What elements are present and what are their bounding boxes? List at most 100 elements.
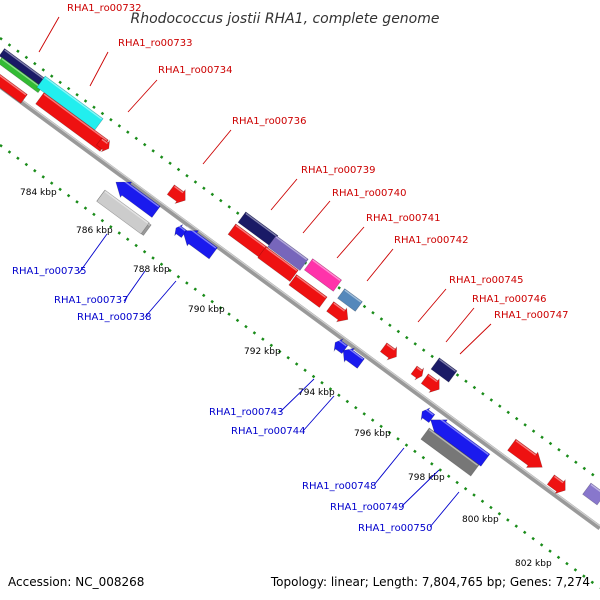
gene-shape: [303, 258, 343, 292]
gene-feature[interactable]: [0, 70, 28, 104]
gene-feature[interactable]: [96, 189, 150, 235]
gene-label[interactable]: RHA1_ro00747: [494, 310, 569, 321]
gene-shine: [515, 440, 537, 456]
gene-feature[interactable]: [177, 223, 219, 261]
dotted-guide-2: [0, 143, 600, 590]
map-title: Rhodococcus jostii RHA1, complete genome: [130, 11, 439, 27]
gene-label[interactable]: RHA1_ro00738: [77, 312, 152, 323]
gene-shine: [346, 346, 364, 360]
genome-backbone: [0, 83, 600, 531]
gene-feature[interactable]: [338, 344, 366, 371]
accession-text: Accession: NC_008268: [8, 575, 144, 589]
gene-label[interactable]: RHA1_ro00748: [302, 481, 377, 492]
gene-feature[interactable]: [267, 235, 309, 271]
gene-feature[interactable]: [506, 437, 548, 475]
gene-shape: [546, 474, 566, 494]
gene-shine: [344, 289, 362, 303]
gene-feature[interactable]: [36, 75, 104, 131]
tick-label: 794 kbp: [298, 388, 335, 398]
gene-shine: [101, 138, 108, 144]
gene-feature[interactable]: [288, 274, 328, 308]
gene-feature[interactable]: [35, 92, 109, 152]
gene-shine: [235, 224, 267, 249]
gene-feature[interactable]: [420, 372, 445, 396]
label-connectors: [38, 16, 492, 528]
gene-label[interactable]: RHA1_ro00741: [366, 213, 441, 224]
gene-label[interactable]: RHA1_ro00739: [301, 165, 376, 176]
gene-feature[interactable]: [430, 357, 458, 383]
gene-shape: [420, 407, 436, 424]
gene-shine: [245, 212, 277, 237]
gene-label[interactable]: RHA1_ro00733: [118, 38, 193, 49]
gene-feature[interactable]: [303, 258, 343, 292]
gene-shape: [96, 137, 111, 153]
gene-shine: [104, 191, 149, 224]
gene-label[interactable]: RHA1_ro00750: [358, 523, 433, 534]
label-connector: [336, 226, 365, 259]
tick-label: 786 kbp: [76, 226, 113, 236]
tick-label: 784 kbp: [20, 188, 57, 198]
gene-shine: [337, 339, 347, 347]
gene-label[interactable]: RHA1_ro00735: [12, 266, 87, 277]
genes: [0, 48, 600, 506]
gene-label[interactable]: RHA1_ro00744: [231, 426, 306, 437]
tick-label: 798 kbp: [408, 473, 445, 483]
gene-shape: [36, 75, 104, 131]
gene-shine: [312, 259, 341, 281]
label-connector: [127, 79, 158, 113]
gene-feature[interactable]: [172, 222, 188, 239]
gene-feature[interactable]: [410, 364, 427, 382]
gene-shape: [96, 189, 150, 235]
gene-shine: [427, 374, 438, 383]
gene-shape: [342, 347, 365, 369]
gene-shape: [182, 230, 218, 260]
gene-feature[interactable]: [546, 473, 571, 497]
gene-label[interactable]: RHA1_ro00743: [209, 407, 284, 418]
gene-shine: [0, 71, 27, 96]
gene-feature[interactable]: [257, 246, 299, 282]
label-connector: [429, 491, 460, 528]
gene-label[interactable]: RHA1_ro00740: [332, 188, 407, 199]
gene-feature[interactable]: [166, 183, 191, 207]
tick-label: 788 kbp: [133, 265, 170, 275]
gene-feature[interactable]: [337, 288, 363, 312]
gene-shine: [119, 177, 160, 208]
gene-shine: [416, 367, 422, 372]
gene-feature[interactable]: [325, 300, 353, 327]
tick-label: 800 kbp: [462, 515, 499, 525]
label-connector: [202, 129, 232, 165]
gene-shine: [178, 225, 186, 232]
gene-label[interactable]: RHA1_ro00745: [449, 275, 524, 286]
label-connector: [417, 288, 447, 323]
gene-label[interactable]: RHA1_ro00742: [394, 235, 469, 246]
gene-feature[interactable]: [0, 56, 43, 94]
gene-feature[interactable]: [418, 405, 437, 424]
dotted-guides: [0, 36, 600, 590]
gene-label[interactable]: RHA1_ro00736: [232, 116, 307, 127]
gene-label[interactable]: RHA1_ro00732: [67, 3, 142, 14]
gene-label[interactable]: RHA1_ro00749: [330, 502, 405, 513]
gene-feature[interactable]: [110, 175, 162, 220]
gene-feature[interactable]: [331, 336, 350, 355]
gene-shine: [386, 343, 395, 351]
gene-feature[interactable]: [379, 341, 401, 363]
label-connector: [401, 469, 440, 507]
gene-shine: [434, 414, 489, 456]
gene-shine: [438, 358, 456, 372]
label-connector: [270, 178, 298, 211]
gene-shape: [507, 438, 543, 468]
gene-feature[interactable]: [420, 427, 480, 477]
gene-label[interactable]: RHA1_ro00734: [158, 65, 233, 76]
label-connector: [445, 307, 475, 343]
gene-feature[interactable]: [582, 482, 600, 506]
label-connector: [459, 323, 492, 355]
gene-shine: [296, 275, 327, 298]
gene-shape: [174, 224, 188, 239]
gene-label[interactable]: RHA1_ro00737: [54, 295, 129, 306]
gene-feature[interactable]: [95, 136, 113, 154]
gene-shape: [326, 301, 349, 323]
gene-label[interactable]: RHA1_ro00746: [472, 294, 547, 305]
gene-shape: [115, 181, 161, 218]
